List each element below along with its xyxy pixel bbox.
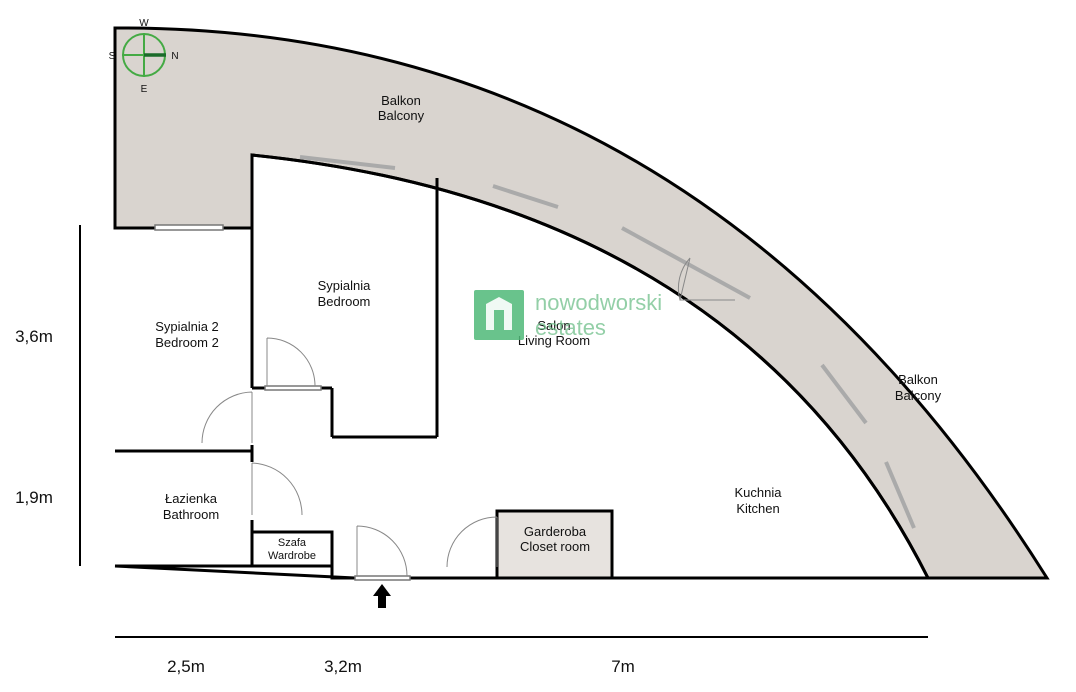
bedroom2-label-en: Bedroom 2 [155,335,219,350]
balcony-top-label-pl: Balkon [381,93,421,108]
watermark-line1: nowodworski [535,290,662,315]
compass-n: N [171,51,178,62]
closet-label-pl: Garderoba [524,524,587,539]
compass-w: W [139,18,149,29]
closet-room [495,509,614,580]
compass-s: S [109,51,116,62]
bedroom2-label-pl: Sypialnia 2 [155,319,219,334]
dim-horizontal-2: 3,2m [324,657,362,676]
dim-vertical-upper: 3,6m [15,327,53,346]
kitchen-label-en: Kitchen [736,501,779,516]
dim-vertical-lower: 1,9m [15,488,53,507]
compass: W E S N [109,18,179,95]
balcony-right-label-en: Balcony [895,388,942,403]
dimension-lines [79,225,928,638]
balcony-top-label-en: Balcony [378,108,425,123]
closet-label-en: Closet room [520,539,590,554]
bedroom-label-pl: Sypialnia [318,278,372,293]
kitchen-label-pl: Kuchnia [735,485,783,500]
living-label-pl: Salon [537,318,570,333]
entrance-arrow [373,584,391,608]
living-label-en: Living Room [518,333,590,348]
bathroom-label-pl: Łazienka [165,491,218,506]
wardrobe-label-pl: Szafa [278,537,307,549]
bathroom-label-en: Bathroom [163,507,219,522]
door-swings [201,257,735,577]
watermark-logo: nowodworski estates [474,290,662,340]
bedroom-label-en: Bedroom [318,294,371,309]
balcony-right-label-pl: Balkon [898,372,938,387]
watermark-line2: estates [535,315,606,340]
compass-e: E [141,84,148,95]
wardrobe-label-en: Wardrobe [268,550,316,562]
dim-horizontal-1: 2,5m [167,657,205,676]
dim-horizontal-3: 7m [611,657,635,676]
